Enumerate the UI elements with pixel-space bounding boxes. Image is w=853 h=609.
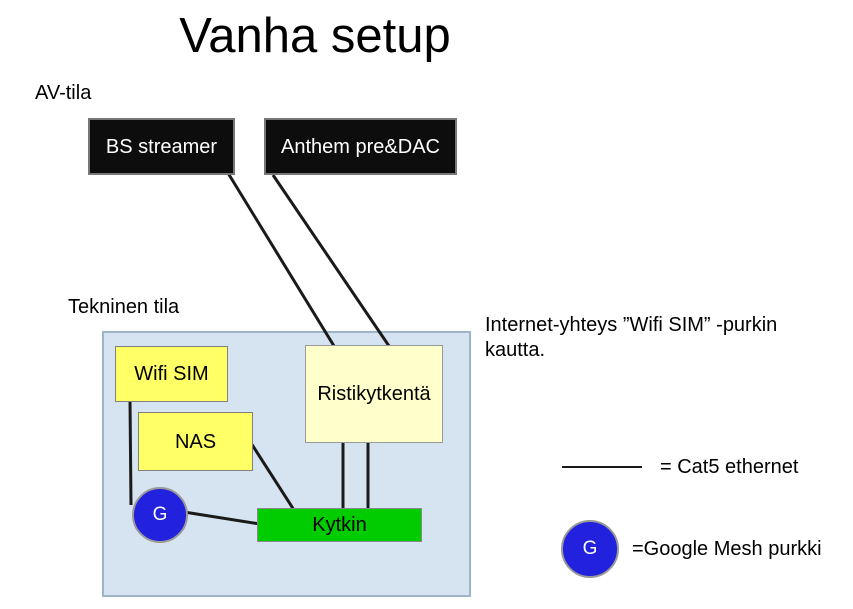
wire-nas-to-kytkin bbox=[249, 442, 296, 511]
wire-anthem-to-ristikytkenta bbox=[271, 174, 391, 347]
wire-googlemesh-to-kytkin bbox=[183, 510, 261, 526]
node-nas: NAS bbox=[138, 412, 253, 471]
wire-wifisim-to-googlemesh bbox=[128, 399, 133, 506]
node-anthem-pre-dac: Anthem pre&DAC bbox=[264, 118, 457, 175]
internet-annotation: Internet-yhteys ”Wifi SIM” -purkin kautt… bbox=[485, 314, 778, 361]
node-google-mesh-circle: G bbox=[132, 487, 188, 543]
node-ristikytkenta: Ristikytkentä bbox=[305, 345, 443, 443]
legend-google-mesh-circle: G bbox=[561, 520, 619, 578]
legend-google-mesh-label: =Google Mesh purkki bbox=[632, 538, 822, 560]
node-kytkin: Kytkin bbox=[257, 508, 422, 542]
wire-bs-streamer-to-ristikytkenta bbox=[226, 172, 336, 347]
node-wifi-sim: Wifi SIM bbox=[115, 346, 228, 402]
tech-room-label: Tekninen tila bbox=[68, 296, 180, 318]
av-room-label: AV-tila bbox=[35, 82, 92, 104]
legend-cat5-label: = Cat5 ethernet bbox=[660, 456, 799, 478]
node-bs-streamer: BS streamer bbox=[88, 118, 235, 175]
diagram-title: Vanha setup bbox=[179, 9, 451, 63]
